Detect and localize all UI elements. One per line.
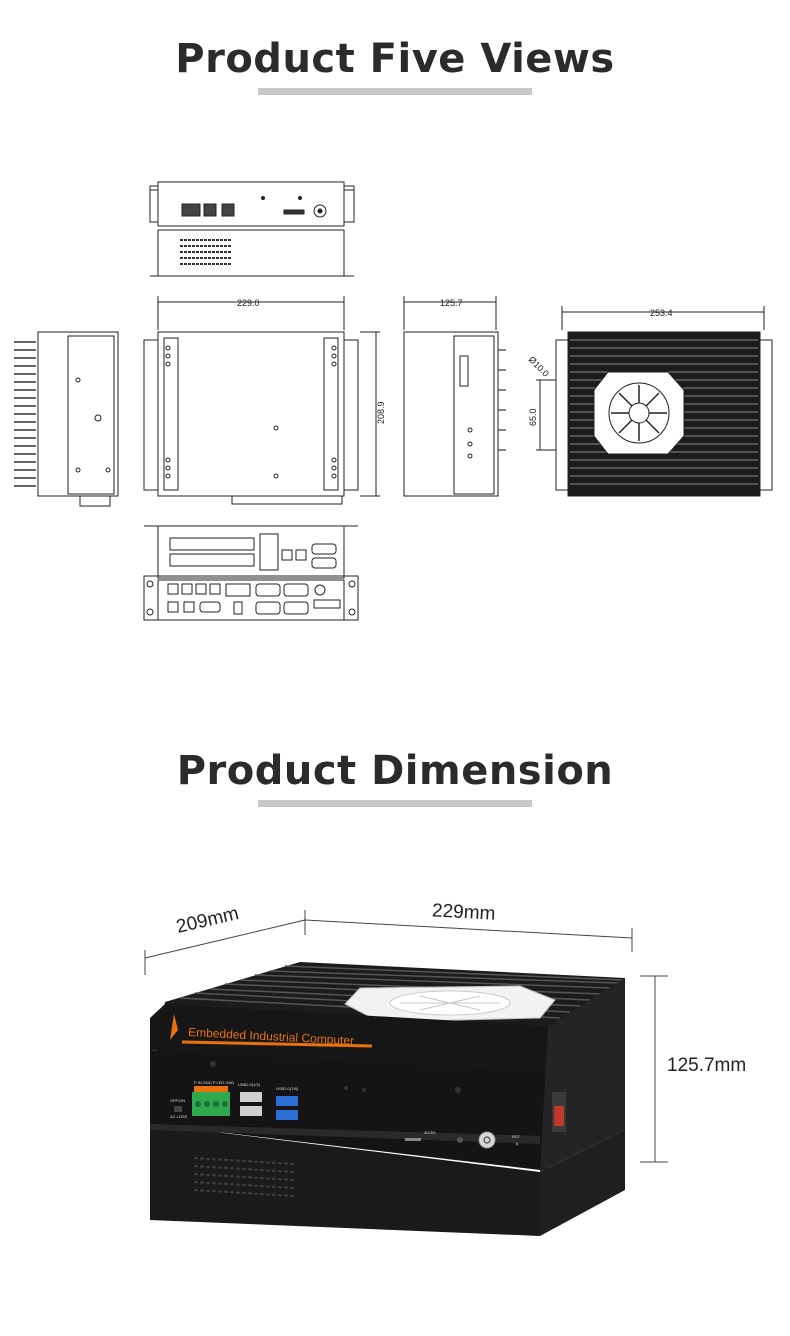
rear-panel-view [149,181,355,277]
ac-loss-label: AC LOSS [170,1114,188,1119]
product-dimension-lines [144,910,668,1163]
five-views-title: Product Five Views [175,36,615,82]
side-width-label: 125.7 [440,298,463,308]
hole-spacing-label: 65.0 [528,408,538,426]
sim-label: 4G/5G [424,1130,436,1135]
left-side-view [14,331,119,507]
device-text-labels: Embedded Industrial Computer P IN GND P … [170,1025,521,1139]
hole-diameter-label: Ø10.0 [527,354,551,378]
height-dimension: 125.7mm [667,1055,747,1076]
five-views-drawing [14,181,773,621]
five-views-underline [258,88,532,95]
usb3-label: USB3.0(7/8) [276,1086,299,1091]
reset-label: RST [512,1134,521,1139]
top-width-label: 253.4 [650,308,673,318]
terminal-label: P IN GND P LED GND [194,1080,234,1085]
top-fan-view [536,306,773,497]
device-brand-label: Embedded Industrial Computer [188,1025,355,1048]
front-io-view [143,525,359,621]
front-height-label: 208.9 [376,401,386,424]
product-device-illustration [150,962,625,1236]
right-side-view [403,296,506,497]
usb2-label: USB2.0(1/2) [238,1082,261,1087]
front-width-label: 229.0 [237,298,260,308]
front-view [143,296,380,505]
dimension-underline [258,800,532,807]
power-switch-label: OFF/ON [170,1098,185,1103]
dimension-title: Product Dimension [176,748,614,794]
five-views-dim-labels: 229.0 208.9 125.7 253.4 Ø10.0 65.0 [237,298,673,426]
